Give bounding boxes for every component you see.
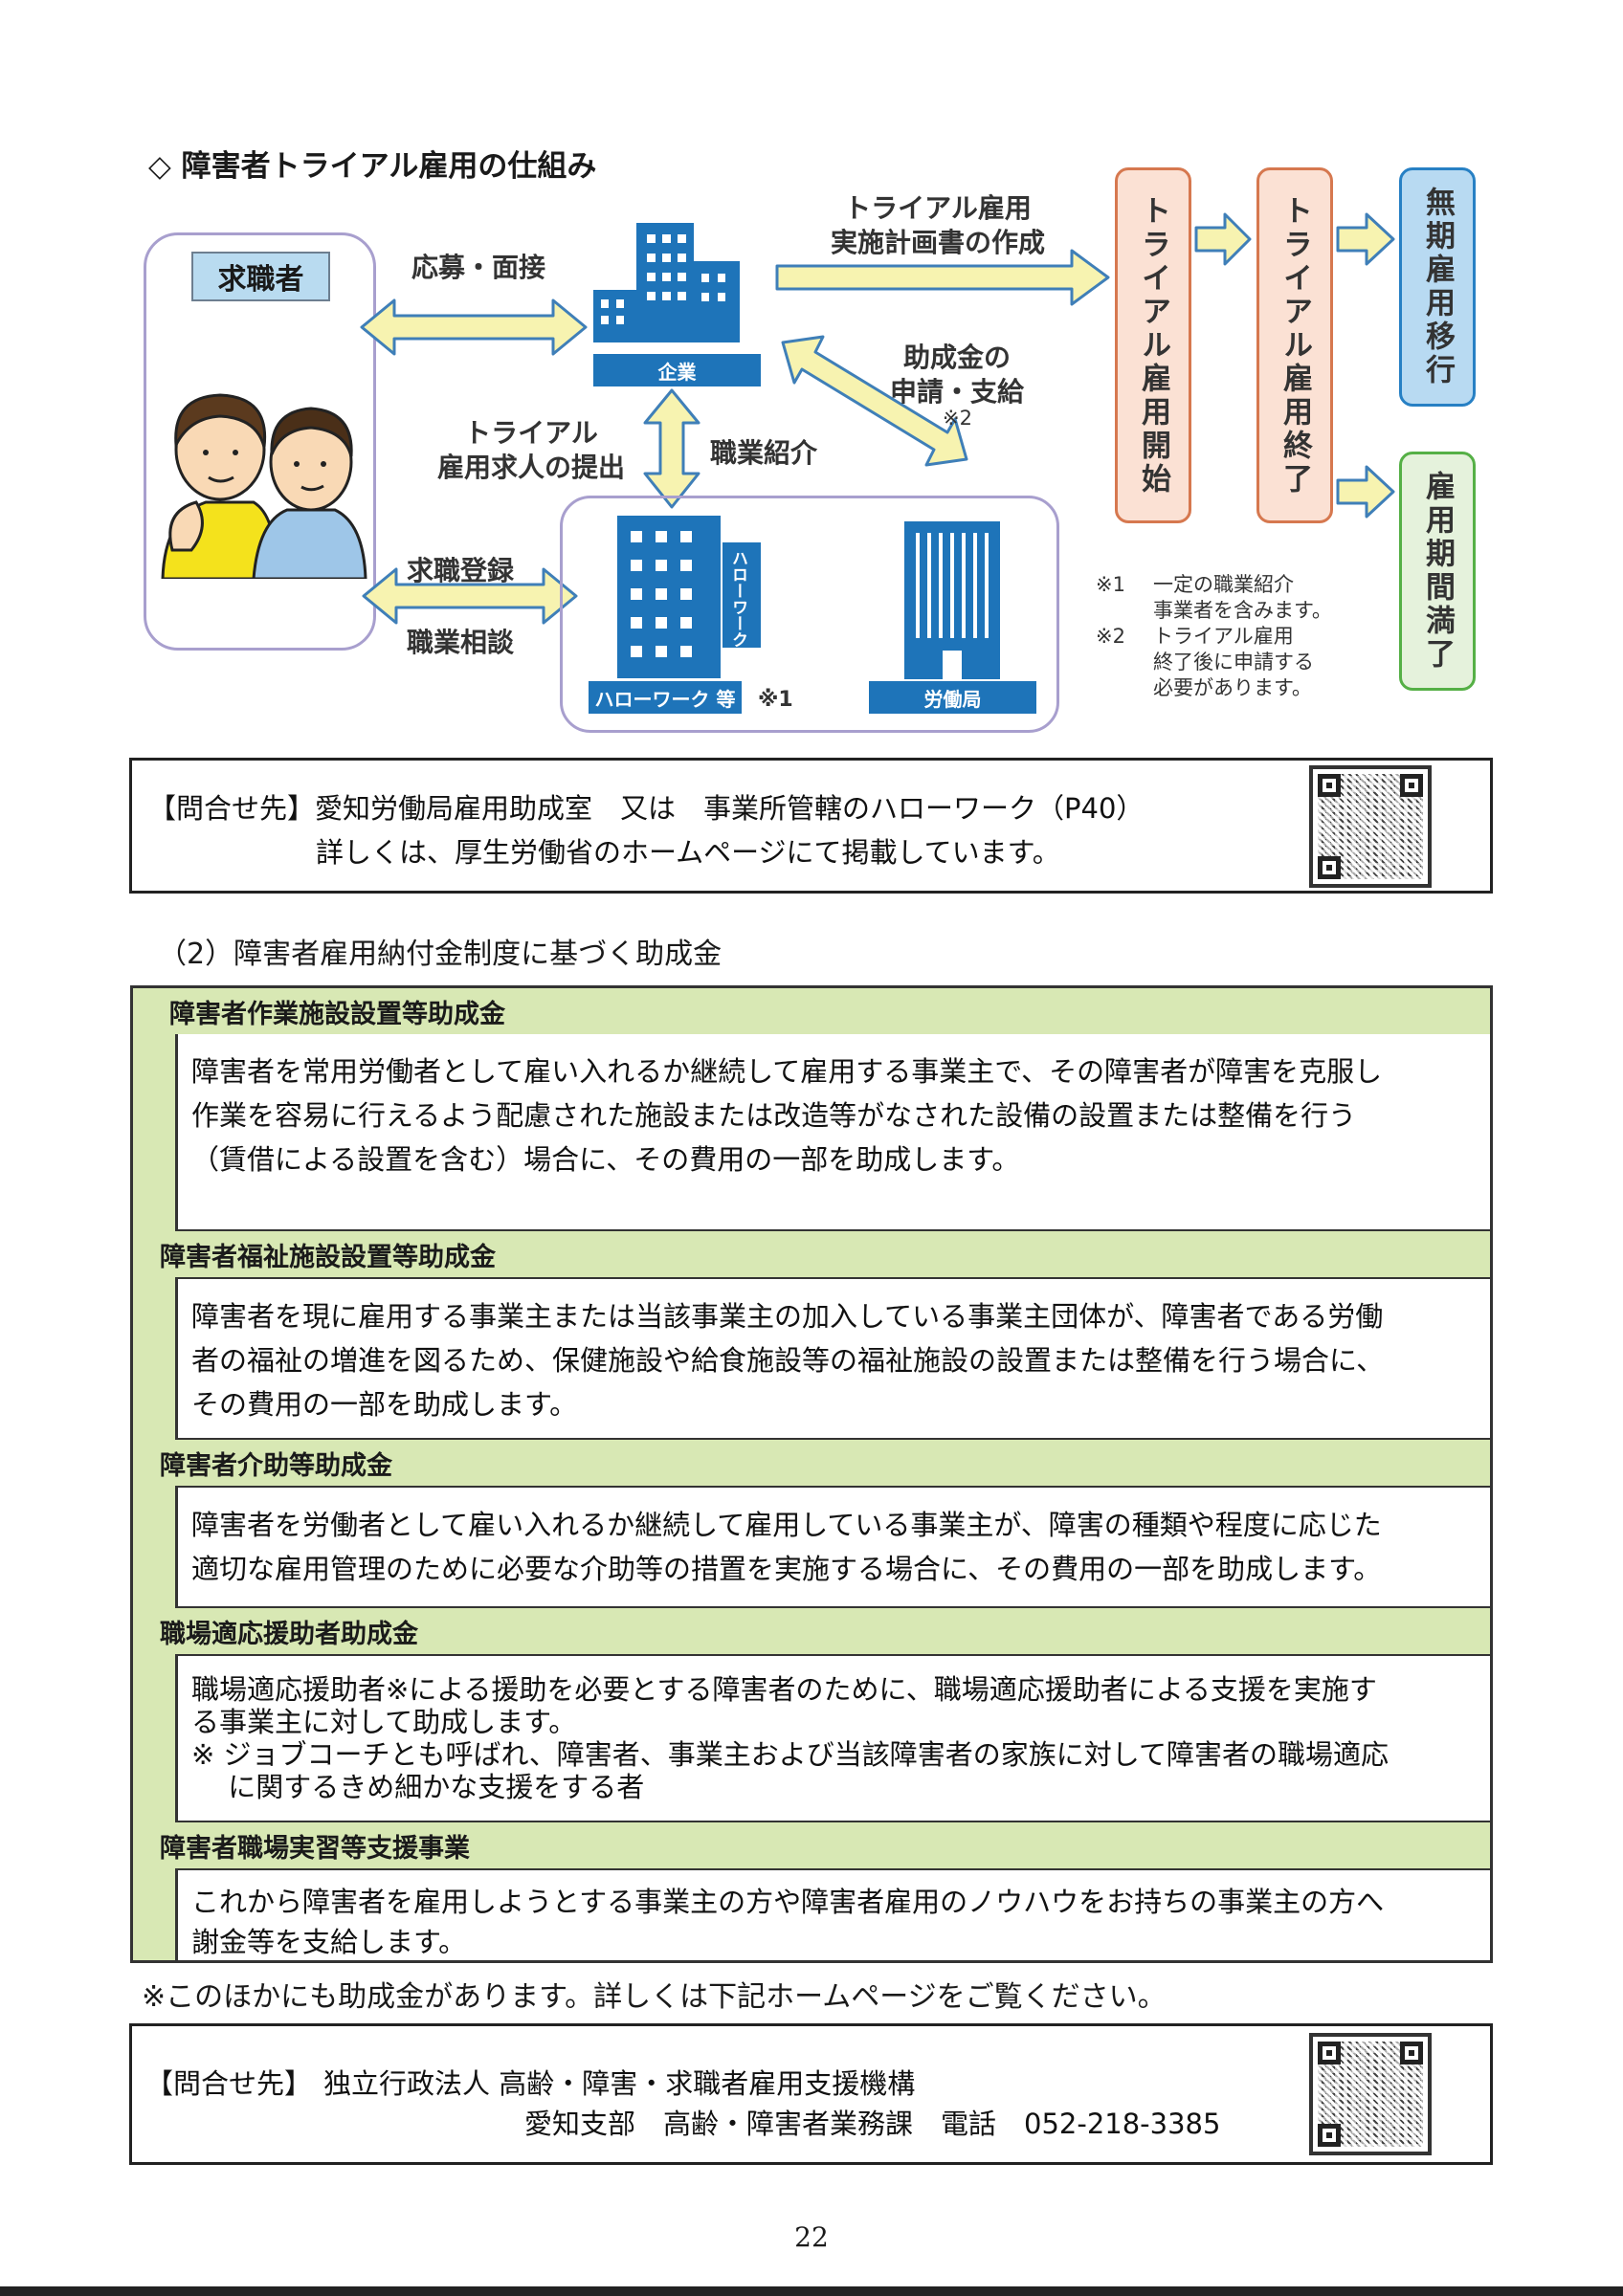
- contact-box-2: [129, 2023, 1493, 2165]
- subsidy-4-line: に関するきめ細かな支援をする者: [191, 1771, 645, 1803]
- hellowork-sign: ハローワーク: [728, 550, 747, 648]
- contact-1-text1: 愛知労働局雇用助成室 又は 事業所管轄のハローワーク（P40）: [315, 792, 1145, 825]
- hellowork-frame: [560, 496, 1059, 733]
- job-referral-label: 職業紹介: [710, 437, 818, 469]
- contact-2-line1: 【問合せ先】独立行政法人 高齢・障害・求職者雇用支援機構: [145, 2062, 915, 2102]
- qr-finder: [1318, 2124, 1341, 2147]
- trial-job-offer-line1: トライアル: [464, 417, 598, 449]
- qr-finder: [1318, 856, 1341, 879]
- subsidy-1-title: 障害者作業施設設置等助成金: [133, 988, 1490, 1034]
- trial-start-box: トライアル雇用開始: [1115, 167, 1191, 523]
- hellowork-note-mark: ※1: [758, 688, 793, 712]
- note-2-line2: 終了後に申請する: [1153, 651, 1314, 673]
- contact-2-line2: 愛知支部 高齢・障害者業務課 電話 052-218-3385: [524, 2108, 1221, 2140]
- subsidy-4-body: 職場適応援助者※による援助を必要とする障害者のために、職場適応援助者による支援を…: [175, 1654, 1490, 1822]
- hellowork-label: ハローワーク 等: [589, 681, 742, 714]
- trial-job-offer-line2: 雇用求人の提出: [436, 452, 625, 483]
- note-2-line3: 必要があります。: [1153, 676, 1312, 699]
- apply-interview-label: 応募・面接: [411, 252, 546, 283]
- subsidy-3-body: 障害者を労働者として雇い入れるか継続して雇用している事業主が、障害の種類や程度に…: [175, 1486, 1490, 1608]
- diagram-notes: ※1 一定の職業紹介 事業者を含みます。 ※2 トライアル雇用 終了後に申請する…: [1096, 572, 1332, 701]
- hellowork-building-icon: [617, 516, 761, 678]
- company-building-icon: [593, 223, 740, 342]
- contact-box-1: [129, 758, 1493, 894]
- subsidy-5-body: これから障害者を雇用しようとする事業主の方や障害者雇用のノウハウをお持ちの事業主…: [175, 1868, 1490, 1960]
- contact-1-line2: 詳しくは、厚生労働省のホームページにて掲載しています。: [316, 836, 1060, 869]
- qr-code-1[interactable]: [1309, 765, 1432, 888]
- subsidy-application-label: 助成金の 申請・支給: [876, 341, 1038, 409]
- labor-bureau-building-icon: [904, 521, 1000, 679]
- subsidy-1-line: 作業を容易に行えるよう配慮された施設または改造等がなされた設備の設置または整備を…: [191, 1099, 1357, 1132]
- qr-finder: [1400, 2042, 1423, 2064]
- qr-finder: [1318, 774, 1341, 797]
- subsidy-application-line2: 申請・支給: [889, 376, 1024, 408]
- employment-expiry-label: 雇用期間満了: [1420, 471, 1455, 672]
- trial-plan-line1: トライアル雇用: [844, 192, 1032, 224]
- trial-end-box: トライアル雇用終了: [1256, 167, 1333, 523]
- diagram-arrows: [360, 212, 1395, 625]
- contact-2-label: 【問合せ先】: [145, 2067, 313, 2100]
- qr-code-2[interactable]: [1309, 2033, 1432, 2155]
- diagram-title: ◇ 障害者トライアル雇用の仕組み: [148, 149, 597, 184]
- subsidy-1-line: 障害者を常用労働者として雇い入れるか継続して雇用する事業主で、その障害者が障害を…: [191, 1055, 1383, 1088]
- subsidy-footnote: ※このほかにも助成金があります。詳しくは下記ホームページをご覧ください。: [142, 1980, 1167, 2014]
- subsidy-application-line1: 助成金の: [902, 342, 1011, 373]
- contact-1-line1: 【問合せ先】愛知労働局雇用助成室 又は 事業所管轄のハローワーク（P40）: [148, 786, 1144, 827]
- job-seeker-frame: [144, 232, 376, 651]
- subsidy-1-body: 障害者を常用労働者として雇い入れるか継続して雇用する事業主で、その障害者が障害を…: [175, 1034, 1490, 1231]
- job-registration-label: 求職登録: [407, 555, 515, 586]
- subsidy-2-line: 障害者を現に雇用する事業主または当該事業主の加入している事業主団体が、障害者であ…: [191, 1300, 1384, 1333]
- trial-job-offer-label: トライアル 雇用求人の提出: [421, 416, 641, 485]
- qr-code-2-pattern: [1318, 2042, 1423, 2147]
- trial-plan-label: トライアル雇用 実施計画書の作成: [809, 191, 1067, 260]
- note-1-mark: ※1: [1096, 573, 1125, 596]
- subsidy-3-line: 適切な雇用管理のために必要な介助等の措置を実施する場合に、その費用の一部を助成し…: [191, 1553, 1382, 1585]
- job-consultation-label: 職業相談: [407, 627, 515, 658]
- note-1-line1: 一定の職業紹介: [1153, 573, 1294, 596]
- subsidy-note-mark: ※2: [943, 407, 972, 430]
- qr-finder: [1400, 774, 1423, 797]
- trial-start-label: トライアル雇用開始: [1136, 194, 1170, 497]
- note-1-line2: 事業者を含みます。: [1153, 599, 1332, 622]
- permanent-employment-box: 無期雇用移行: [1399, 167, 1476, 407]
- subsidy-4-line: る事業主に対して助成します。: [191, 1706, 577, 1738]
- subsidy-5-line: これから障害者を雇用しようとする事業主の方や障害者雇用のノウハウをお持ちの事業主…: [191, 1886, 1385, 1918]
- bottom-rule: [0, 2286, 1623, 2296]
- page-number: 22: [794, 2221, 829, 2253]
- subsidy-5-title: 障害者職場実習等支援事業: [133, 1822, 1490, 1868]
- note-2-line1: トライアル雇用: [1153, 625, 1294, 648]
- note-2-mark: ※2: [1096, 625, 1125, 648]
- subsidy-5-line: 謝金等を支給します。: [191, 1926, 467, 1958]
- subsidy-4-line: ※ ジョブコーチとも呼ばれ、障害者、事業主および当該障害者の家族に対して障害者の…: [191, 1738, 1389, 1771]
- permanent-employment-label: 無期雇用移行: [1420, 187, 1455, 387]
- subsidy-3-line: 障害者を労働者として雇い入れるか継続して雇用している事業主が、障害の種類や程度に…: [191, 1509, 1382, 1541]
- qr-finder: [1318, 2042, 1341, 2064]
- subsidy-2-line: 者の福祉の増進を図るため、保健施設や給食施設等の福祉施設の設置または整備を行う場…: [191, 1344, 1385, 1377]
- job-seekers-illustration: [161, 393, 367, 579]
- subsidy-2-line: その費用の一部を助成します。: [191, 1388, 578, 1421]
- company-label: 企業: [593, 354, 761, 386]
- note-1: ※1 一定の職業紹介 事業者を含みます。: [1096, 572, 1332, 624]
- subsidy-table: 障害者作業施設設置等助成金 障害者を常用労働者として雇い入れるか継続して雇用する…: [130, 985, 1493, 1963]
- subsidy-2-body: 障害者を現に雇用する事業主または当該事業主の加入している事業主団体が、障害者であ…: [175, 1277, 1490, 1440]
- employment-expiry-box: 雇用期間満了: [1399, 452, 1476, 691]
- subsidy-2-title: 障害者福祉施設設置等助成金: [133, 1231, 1490, 1277]
- contact-2-text1: 独立行政法人 高齢・障害・求職者雇用支援機構: [323, 2067, 916, 2100]
- labor-bureau-label: 労働局: [869, 681, 1036, 714]
- trial-end-label: トライアル雇用終了: [1278, 194, 1312, 497]
- qr-code-1-pattern: [1318, 774, 1423, 879]
- subsidy-4-line: 職場適応援助者※による援助を必要とする障害者のために、職場適応援助者による支援を…: [191, 1673, 1377, 1706]
- subsidy-1-line: （賃借による設置を含む）場合に、その費用の一部を助成します。: [191, 1143, 1020, 1176]
- subsidy-4-title: 職場適応援助者助成金: [133, 1608, 1490, 1654]
- section-2-heading: （2）障害者雇用納付金制度に基づく助成金: [158, 938, 723, 971]
- note-2: ※2 トライアル雇用 終了後に申請する 必要があります。: [1096, 624, 1332, 701]
- job-seeker-label: 求職者: [191, 252, 330, 301]
- contact-1-label: 【問合せ先】: [148, 792, 316, 825]
- trial-plan-line2: 実施計画書の作成: [830, 227, 1045, 258]
- subsidy-3-title: 障害者介助等助成金: [133, 1440, 1490, 1486]
